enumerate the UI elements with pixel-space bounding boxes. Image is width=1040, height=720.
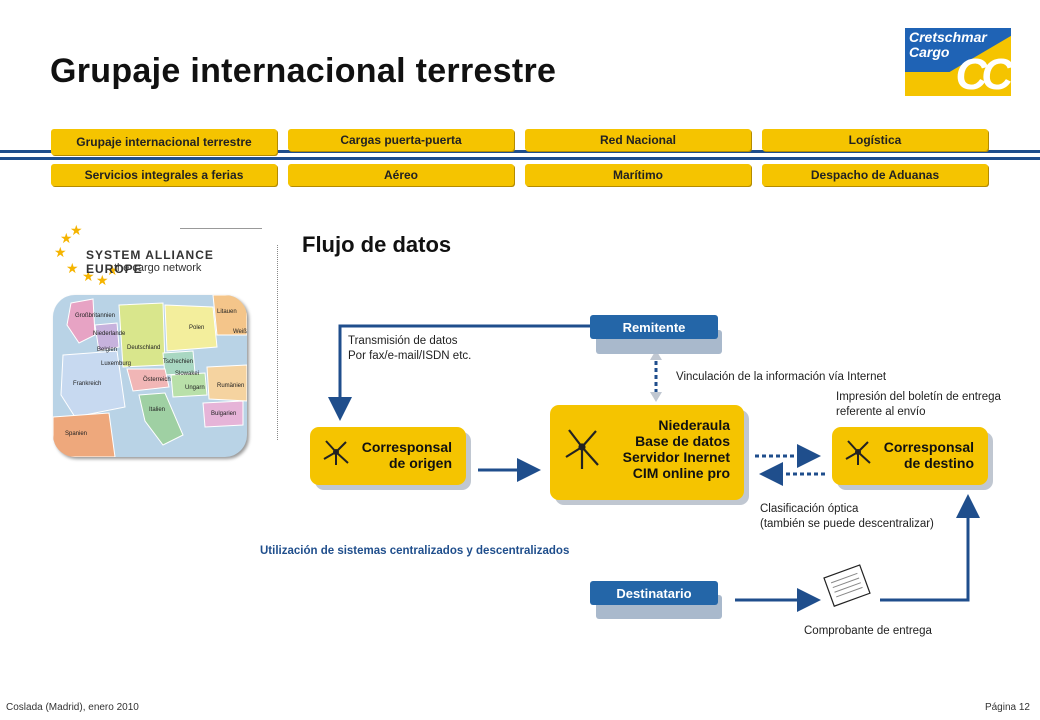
star-icon: ★ (106, 262, 119, 278)
country-label: Italien (149, 407, 166, 413)
nav-red-nacional[interactable]: Red Nacional (525, 129, 751, 151)
arrow-remitente-origen (328, 324, 590, 421)
country-label: Weiß (233, 329, 247, 335)
country-label: Belgien (97, 347, 118, 353)
nav-grupaje-internacional[interactable]: Grupaje internacional terrestre (51, 129, 277, 155)
nav-rail-bottom (0, 157, 1040, 160)
europe-map-shapes (53, 295, 247, 457)
note-impresion-line1: Impresión del boletín de entrega (836, 391, 1001, 403)
nav-maritimo[interactable]: Marítimo (525, 164, 751, 186)
note-impresion-line2: referente al envío (836, 406, 926, 418)
country-label: Polen (189, 325, 205, 331)
central-line4: CIM online pro (632, 465, 730, 481)
country-label: Österreich (143, 377, 171, 383)
alliance-tagline: the cargo network (114, 262, 202, 274)
central-line3: Servidor Inernet (622, 449, 730, 465)
country-label: Litauen (217, 309, 237, 315)
star-icon: ★ (96, 272, 109, 288)
logo-mark: CC (955, 50, 1013, 99)
country-label: Großbritannien (75, 313, 116, 319)
note-clasificacion-line1: Clasificación óptica (760, 503, 859, 515)
note-vinculacion: Vinculación de la información vía Intern… (676, 371, 887, 383)
document-icon (823, 564, 871, 607)
country-label: Luxemburg (101, 361, 132, 367)
nav-logistica[interactable]: Logística (762, 129, 988, 151)
star-icon: ★ (60, 230, 73, 246)
note-utilizacion: Utilización de sistemas centralizados y … (260, 545, 570, 557)
diagram-title: Flujo de datos (302, 232, 452, 257)
europe-map: Großbritannien Niederlande Belgien Luxem… (53, 295, 247, 457)
note-impresion: Impresión del boletín de entrega referen… (836, 390, 1001, 420)
note-clasificacion: Clasificación óptica (también se puede d… (760, 502, 934, 532)
nav-servicios-ferias[interactable]: Servicios integrales a ferias (51, 164, 277, 186)
country-label: Slowakei (175, 371, 200, 377)
remitente-pill: Remitente (590, 315, 718, 339)
note-clasificacion-line2: (también se puede descentralizar) (760, 518, 934, 530)
destino-line2: de destino (903, 455, 974, 471)
destinatario-pill: Destinatario (590, 581, 718, 605)
nav-rail-top (0, 150, 1040, 153)
country-label: Bulgarien (211, 411, 237, 417)
country-label: Rumänien (217, 383, 245, 389)
note-transmision: Transmisión de datos Por fax/e-mail/ISDN… (348, 334, 471, 364)
country-label: Ungarn (185, 385, 205, 391)
note-comprobante: Comprobante de entrega (804, 625, 932, 637)
note-transmision-line1: Transmisión de datos (348, 335, 458, 347)
country-label: Frankreich (73, 381, 102, 387)
network-icon (845, 440, 871, 465)
alliance-name: SYSTEM ALLIANCE EUROPE (86, 248, 214, 276)
nav-despacho-aduanas[interactable]: Despacho de Aduanas (762, 164, 988, 186)
origen-line2: de origen (388, 455, 452, 471)
page-title: Grupaje internacional terrestre (50, 52, 557, 90)
star-icon: ★ (70, 222, 83, 238)
note-transmision-line2: Por fax/e-mail/ISDN etc. (348, 350, 472, 362)
nav-aereo[interactable]: Aéreo (288, 164, 514, 186)
country-label: Deutschland (127, 345, 161, 351)
country-label: Niederlande (93, 331, 126, 337)
arrow-comprobante-destino (880, 494, 980, 602)
central-database-box: Niederaula Base de datos Servidor Inerne… (550, 405, 744, 500)
network-icon (323, 440, 349, 465)
footer-location-date: Coslada (Madrid), enero 2010 (6, 702, 139, 713)
network-icon (565, 429, 599, 469)
country-label: Tschechien (163, 359, 194, 365)
central-line2: Base de datos (635, 433, 730, 449)
nav-cargas-puerta[interactable]: Cargas puerta-puerta (288, 129, 514, 151)
footer-page-number: Página 12 (984, 702, 1030, 713)
star-icon: ★ (66, 260, 79, 276)
logo-line1: Cretschmar (909, 29, 987, 45)
star-icon: ★ (82, 268, 95, 284)
destino-line1: Corresponsal (883, 439, 974, 455)
country-label: Spanien (65, 431, 88, 437)
central-line1: Niederaula (658, 417, 730, 433)
logo-line2: Cargo (909, 44, 950, 60)
divider-line (180, 228, 262, 229)
system-alliance-logo: ★ ★ ★ ★ ★ ★ ★ SYSTEM ALLIANCE EUROPE the… (52, 222, 252, 292)
star-icon: ★ (54, 244, 67, 260)
vertical-separator (277, 245, 278, 440)
origen-line1: Corresponsal (361, 439, 452, 455)
